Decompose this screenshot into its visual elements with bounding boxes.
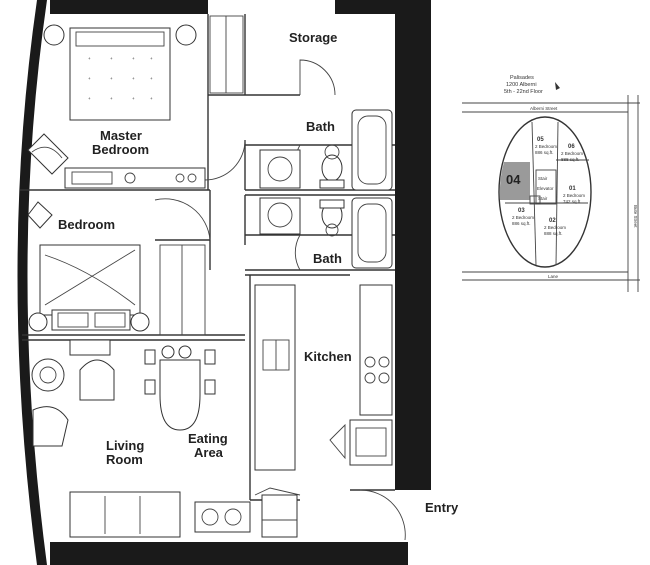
bedroom-bed	[27, 201, 150, 332]
interior-walls	[20, 14, 395, 501]
kitchen-counters	[254, 284, 393, 471]
key-unit-06-l2: 888 sq.ft.	[561, 157, 580, 162]
key-core-3: Stair	[538, 196, 548, 201]
svg-text:+: +	[132, 96, 135, 101]
svg-text:+: +	[88, 56, 91, 61]
label-bedroom: Bedroom	[58, 217, 115, 232]
closets	[159, 15, 244, 336]
label-living-1: Living	[106, 438, 144, 453]
label-living-2: Room	[106, 452, 143, 467]
key-unit-02-l2: 888 sq.ft.	[544, 231, 563, 236]
key-unit-06-num: 06	[568, 144, 575, 150]
label-storage: Storage	[289, 30, 337, 45]
svg-text:+: +	[150, 76, 153, 81]
key-unit-04: 04	[506, 172, 521, 187]
north-arrow-icon	[555, 82, 560, 90]
svg-text:+: +	[110, 56, 113, 61]
key-unit-02-num: 02	[549, 218, 556, 224]
key-core-1: Stair	[538, 176, 548, 181]
label-bath-bottom: Bath	[313, 251, 342, 266]
key-unit-01-num: 01	[569, 186, 576, 192]
svg-text:+: +	[88, 96, 91, 101]
key-street-bottom: Lane	[548, 274, 559, 279]
label-eating-1: Eating	[188, 431, 228, 446]
key-floors: 5th - 22nd Floor	[504, 89, 543, 95]
label-bath-top: Bath	[306, 119, 335, 134]
bath-bottom-fixtures	[259, 197, 393, 269]
exterior-walls	[17, 0, 431, 565]
key-unit-02-l1: 2 Bedroom	[544, 225, 566, 230]
svg-text:+: +	[132, 76, 135, 81]
svg-text:+: +	[110, 76, 113, 81]
key-unit-01-l2: 742 sq.ft.	[563, 199, 582, 204]
label-kitchen: Kitchen	[304, 349, 352, 364]
dining-table	[144, 345, 216, 431]
key-unit-05-l2: 886 sq.ft.	[535, 150, 554, 155]
key-core-2: Elevator	[537, 186, 554, 191]
key-unit-03-l1: 2 Bedroom	[512, 215, 534, 220]
key-unit-05-num: 05	[537, 137, 544, 143]
label-eating-2: Area	[194, 445, 224, 460]
key-street-right: Bute Street	[633, 205, 638, 228]
svg-text:+: +	[88, 76, 91, 81]
key-plan: Palisades 1200 Alberni 5th - 22nd Floor …	[462, 75, 640, 292]
key-unit-06-l1: 2 Bedroom	[561, 151, 583, 156]
label-master-2: Bedroom	[92, 142, 149, 157]
svg-text:+: +	[132, 56, 135, 61]
svg-text:+: +	[150, 56, 153, 61]
svg-text:+: +	[110, 96, 113, 101]
key-unit-highlight	[499, 162, 530, 200]
key-building-1: Palisades	[510, 75, 534, 81]
label-entry: Entry	[425, 500, 459, 515]
master-chair	[27, 133, 69, 175]
key-unit-03-num: 03	[518, 208, 525, 214]
key-building-2: 1200 Alberni	[506, 82, 537, 88]
key-street-top: Alberni Street	[530, 106, 558, 111]
master-dresser	[64, 167, 206, 189]
bath-top-fixtures	[259, 109, 393, 191]
living-furniture	[31, 339, 298, 538]
key-unit-03-l2: 886 sq.ft.	[512, 221, 531, 226]
svg-text:+: +	[150, 96, 153, 101]
room-labels: Storage Master Bedroom Bath Bedroom Bath…	[58, 30, 459, 515]
master-bed: + + + + + + + + + + + +	[43, 24, 197, 121]
label-master-1: Master	[100, 128, 142, 143]
key-unit-01-l1: 2 Bedroom	[563, 193, 585, 198]
key-unit-05-l1: 2 Bedroom	[535, 144, 557, 149]
